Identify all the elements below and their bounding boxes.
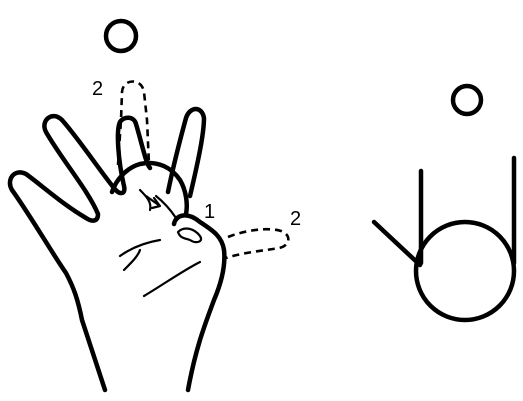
hand-outline — [10, 116, 150, 390]
hand-illustration: 2 2 1 — [10, 21, 301, 390]
index-alternate-number: 2 — [92, 78, 103, 100]
thumb-nail — [178, 229, 201, 243]
thumb-position-number: 1 — [204, 201, 215, 223]
notation-main-circle — [416, 222, 514, 320]
thumb-alternate-dashed — [226, 229, 288, 258]
palm-crease-upper — [120, 240, 160, 256]
notation-diagonal-stroke — [374, 222, 420, 265]
curled-index-knuckle-line — [140, 190, 150, 210]
notation-circle-icon — [453, 86, 481, 114]
movement-circle-icon — [106, 21, 136, 51]
thumb-alternate-number: 2 — [290, 208, 301, 230]
middle-finger — [168, 109, 204, 196]
palm-crease-wrist — [144, 262, 200, 296]
notation-symbol — [374, 86, 514, 320]
